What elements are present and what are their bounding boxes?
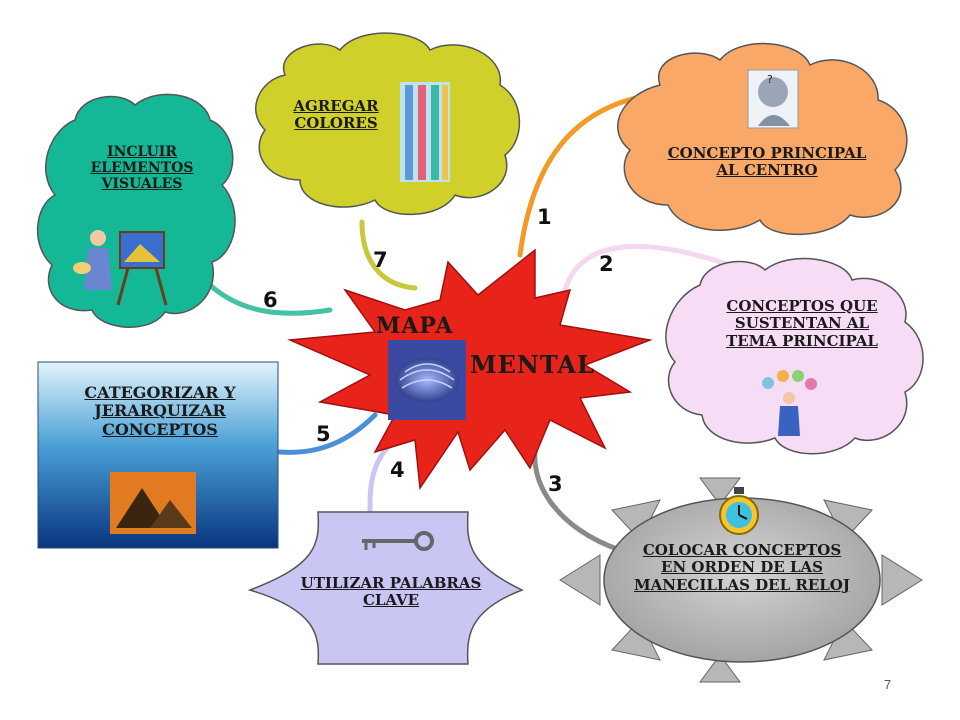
thinking-head-icon: ?: [747, 69, 799, 129]
key-icon: [362, 531, 434, 551]
cloud-colors: [255, 32, 521, 216]
label-concept-center: CONCEPTO PRINCIPAL AL CENTRO: [667, 144, 867, 180]
label-keywords: UTILIZAR PALABRAS CLAVE: [300, 574, 482, 610]
number-5: 5: [316, 422, 331, 446]
number-2: 2: [599, 252, 614, 276]
number-4: 4: [390, 458, 405, 482]
connector-6: [207, 282, 333, 316]
stopwatch-icon: [719, 487, 759, 535]
node-clock: [559, 477, 923, 683]
svg-text:?: ?: [767, 73, 773, 86]
label-support: CONCEPTOS QUE SUSTENTAN AL TEMA PRINCIPA…: [726, 297, 878, 350]
label-colors: AGREGAR COLORES: [293, 97, 379, 133]
number-6: 6: [263, 288, 278, 312]
label-visual: INCLUIR ELEMENTOS VISUALES: [90, 144, 194, 193]
number-3: 3: [548, 472, 563, 496]
connector-7: [359, 219, 418, 291]
brain-image-icon: [388, 340, 466, 420]
connector-1: [517, 92, 653, 258]
number-1: 1: [537, 205, 552, 229]
connector-5: [277, 412, 378, 455]
number-7: 7: [373, 248, 388, 272]
label-categorize: CATEGORIZAR Y JERARQUIZAR CONCEPTOS: [84, 383, 236, 439]
node-keywords: [247, 511, 524, 665]
center-title-line2: MENTAL: [470, 350, 595, 379]
page-number: 7: [884, 677, 892, 692]
painter-easel-icon: [73, 230, 168, 306]
cloud-support: [665, 257, 924, 455]
pyramids-icon: [110, 472, 196, 534]
speaker-bubbles-icon: [762, 370, 817, 436]
connector-2: [562, 243, 733, 293]
box-categorize: [37, 361, 279, 549]
cloud-concept-center: ?: [617, 42, 908, 236]
paint-brushes-icon: [400, 82, 450, 182]
cloud-visual: [37, 93, 236, 328]
label-clock: COLOCAR CONCEPTOS EN ORDEN DE LAS MANECI…: [634, 541, 850, 594]
center-star: [287, 248, 653, 491]
connector-4: [367, 442, 393, 513]
center-title-line1: MAPA: [376, 313, 454, 339]
